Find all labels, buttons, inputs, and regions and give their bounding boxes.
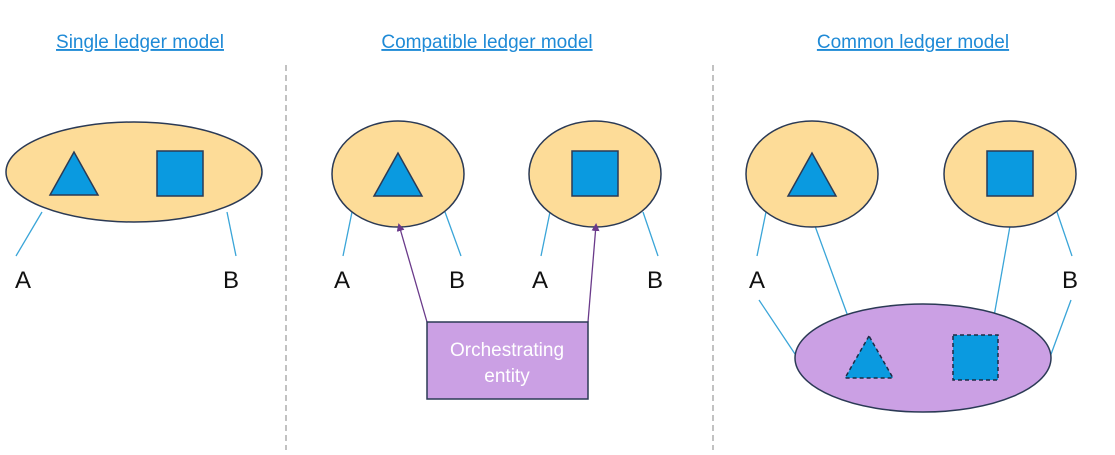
triangle-asset-icon [372,151,424,197]
party-b-label: B [1062,267,1078,294]
connector-ledger-right-to-common [992,225,1011,323]
triangle-asset-icon [786,151,838,197]
connector-common-b-top [1056,211,1073,257]
panel-common-ledger: Common ledger model A B [745,32,1078,413]
party-a-label: A [749,267,765,294]
party-a-label: A [15,267,31,294]
compatible-ledger-title-link[interactable]: Compatible ledger model [381,32,592,53]
triangle-asset-copy-icon [843,334,895,379]
party-b-label: B [449,267,465,294]
square-asset-icon [156,150,204,197]
square-asset-icon [986,150,1034,197]
connector-common-b-bottom [1049,299,1072,358]
single-ledger-title-link[interactable]: Single ledger model [56,32,224,53]
panel-compatible-ledger: Compatible ledger model A B A B Orchestr… [331,32,663,400]
orchestrator-arrow-to-ledger-2 [587,223,600,323]
connector-ledger2-a [540,211,551,257]
connector-single-b [226,211,237,257]
common-ledger-ellipse [794,303,1052,413]
triangle-asset-icon [48,150,100,196]
connector-ledger1-b [444,211,462,257]
orchestrator-arrow-to-ledger-1 [396,223,428,323]
connector-ledger-left-to-common [814,225,851,323]
party-b-label: B [647,267,663,294]
connector-common-a-bottom [758,299,798,358]
panel-single-ledger: Single ledger model A B [5,32,263,294]
party-a-label: A [532,267,548,294]
orchestrating-entity-box [426,321,589,400]
square-asset-icon [571,150,619,197]
connector-common-a-top [756,211,767,257]
orchestrating-entity-label-line2: entity [484,366,530,387]
square-asset-copy-icon [952,334,999,381]
common-ledger-title-link[interactable]: Common ledger model [817,32,1009,53]
connector-ledger2-b [642,211,659,257]
party-b-label: B [223,267,239,294]
connector-single-a [15,211,43,257]
single-ledger-ellipse [5,121,263,223]
orchestrating-entity-label-line1: Orchestrating [450,340,564,361]
connector-ledger1-a [342,211,353,257]
party-a-label: A [334,267,350,294]
